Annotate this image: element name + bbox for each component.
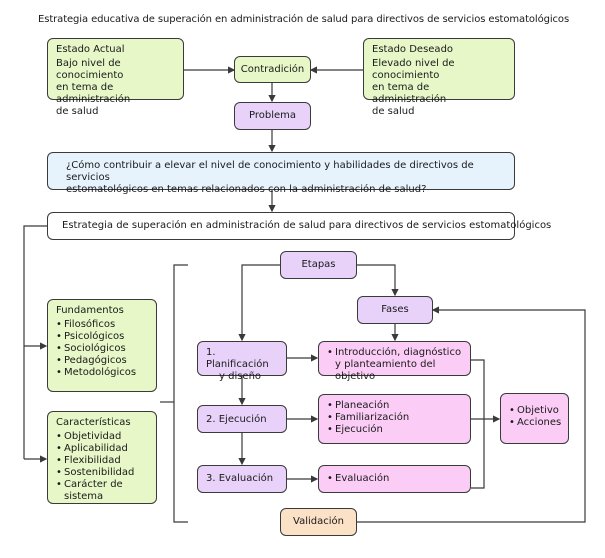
caracteristicas-list: Objetividad Aplicabilidad Flexibilidad S… — [56, 431, 148, 503]
fases-box: Fases — [357, 296, 433, 324]
fundamentos-item: Filosóficos — [56, 319, 148, 331]
fundamentos-item: Psicológicos — [56, 331, 148, 343]
estado-actual-line: en tema de administración — [56, 82, 131, 105]
etapas-box: Etapas — [280, 251, 357, 279]
caracteristicas-item: Carácter de sistema — [56, 479, 148, 503]
fase-introduccion-continuation: y planteamiento del objetivo — [335, 359, 436, 382]
resultado-list: Objetivo Acciones — [509, 405, 561, 429]
contradiccion-label: Contradición — [240, 63, 305, 75]
pregunta-box: ¿Cómo contribuir a elevar el nivel de co… — [47, 152, 515, 195]
diagram-title: Estrategia educativa de superación en ad… — [38, 14, 570, 25]
fundamentos-list: Filosóficos Psicológicos Sociológicos Pe… — [56, 319, 148, 379]
fase-evaluacion-box: Evaluación — [318, 465, 471, 493]
pregunta-line: estomatológicos en temas relacionados co… — [66, 184, 427, 195]
estrategia-box: Estrategia de superación en administraci… — [47, 212, 551, 240]
caracteristicas-item: Flexibilidad — [56, 455, 148, 467]
fundamentos-item: Sociológicos — [56, 343, 148, 355]
estrategia-label: Estrategia de superación en administraci… — [62, 220, 552, 231]
fundamentos-box: Fundamentos Filosóficos Psicológicos Soc… — [47, 299, 157, 392]
fase-evaluacion-item: Evaluación — [327, 473, 462, 485]
resultado-item: Objetivo — [509, 405, 560, 417]
estado-actual-line: Bajo nivel de conocimiento — [56, 58, 124, 81]
line-fases-bracket — [471, 359, 485, 489]
problema-box: Problema — [234, 102, 311, 130]
estado-deseado-line: en tema de administración — [372, 82, 447, 105]
resultado-box: Objetivo Acciones — [500, 393, 569, 444]
caracteristicas-box: Características Objetividad Aplicabilida… — [47, 411, 157, 504]
arrow-etapas-to-fases — [357, 264, 399, 297]
etapa-evaluacion-label: 3. Evaluación — [206, 473, 274, 484]
estado-deseado-box: Estado Deseado Elevado nivel de conocimi… — [363, 38, 515, 117]
estado-deseado-heading: Estado Deseado — [372, 44, 454, 55]
problema-label: Problema — [248, 110, 296, 121]
fase-desarrollo-item: Familiarización — [327, 412, 462, 424]
fundamentos-heading: Fundamentos — [56, 305, 124, 316]
fase-desarrollo-item: Ejecución — [327, 424, 462, 436]
etapa-ejecucion-box: 2. Ejecución — [197, 405, 287, 433]
estado-deseado-line: de salud — [372, 106, 415, 117]
estado-actual-line: de salud — [56, 106, 99, 117]
etapas-label: Etapas — [301, 259, 336, 270]
line-estrategia-left — [23, 225, 47, 459]
validacion-label: Validación — [293, 516, 344, 527]
fase-introduccion-box: Introducción, diagnóstico y planteamient… — [318, 341, 471, 382]
etapa-planificacion-line: 1. Planificación — [206, 347, 269, 370]
validacion-box: Validación — [280, 508, 357, 536]
caracteristicas-item: Aplicabilidad — [56, 443, 148, 455]
estado-actual-heading: Estado Actual — [56, 44, 125, 55]
fases-label: Fases — [381, 304, 409, 315]
etapa-planificacion-line: y diseño — [219, 371, 262, 382]
etapa-ejecucion-label: 2. Ejecución — [206, 414, 267, 425]
fase-desarrollo-box: Planeación Familiarización Ejecución — [318, 394, 471, 444]
fase-introduccion-item: Introducción, diagnóstico — [327, 347, 462, 359]
arrow-validacion-to-fases — [357, 306, 586, 523]
fase-introduccion-list: Introducción, diagnóstico — [327, 347, 462, 359]
fase-desarrollo-item: Planeación — [327, 400, 462, 412]
caracteristicas-item: Sostenibilidad — [56, 467, 148, 479]
contradiccion-box: Contradición — [234, 56, 311, 83]
arrow-etapas-to-planificacion — [238, 264, 280, 342]
fundamentos-item: Pedagógicos — [56, 355, 148, 367]
estado-deseado-line: Elevado nivel de conocimiento — [372, 58, 455, 81]
etapa-evaluacion-box: 3. Evaluación — [197, 465, 287, 493]
etapa-planificacion-box: 1. Planificación y diseño — [197, 341, 287, 382]
caracteristicas-heading: Características — [56, 417, 131, 428]
fundamentos-item: Metodológicos — [56, 367, 148, 379]
resultado-item: Acciones — [509, 417, 561, 429]
estado-actual-box: Estado Actual Bajo nivel de conocimiento… — [47, 38, 184, 117]
pregunta-line: ¿Cómo contribuir a elevar el nivel de co… — [66, 160, 474, 183]
caracteristicas-item: Objetividad — [56, 431, 148, 443]
fase-desarrollo-list: Planeación Familiarización Ejecución — [327, 400, 462, 436]
bracket-right — [173, 264, 188, 523]
fase-evaluacion-list: Evaluación — [327, 473, 462, 485]
